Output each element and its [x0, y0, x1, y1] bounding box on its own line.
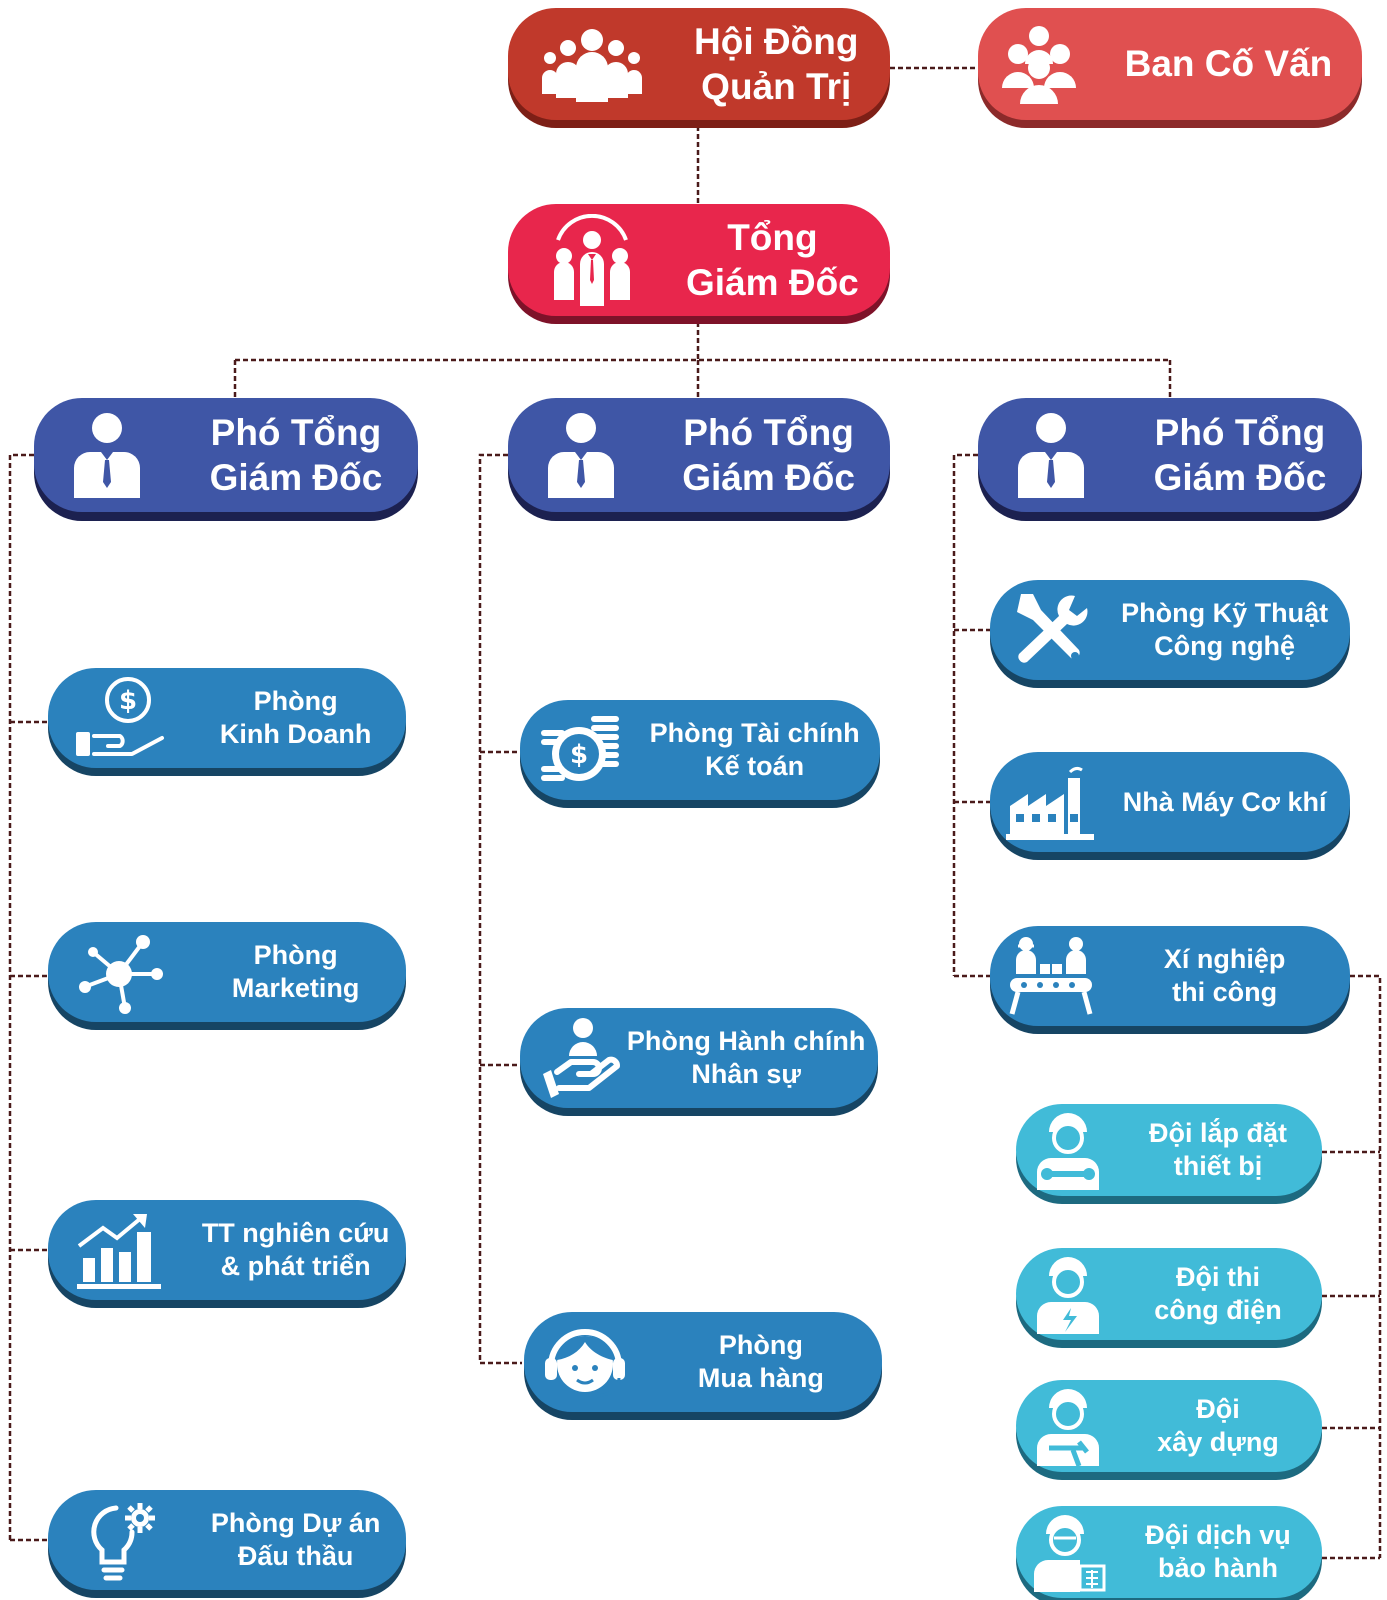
- sales-department-node[interactable]: $ Phòng Kinh Doanh: [48, 668, 406, 768]
- svg-text:$: $: [119, 686, 137, 716]
- advisory-board-node[interactable]: Ban Cố Vấn: [978, 8, 1362, 120]
- mechanical-factory-node[interactable]: Nhà Máy Cơ khí: [990, 752, 1350, 852]
- warranty-line1: Đội dịch vụ: [1145, 1520, 1291, 1551]
- installation-line1: Đội lắp đặt: [1149, 1118, 1288, 1149]
- research-line1: TT nghiên cứu: [201, 1218, 390, 1249]
- vice-left-line1: Phó Tổng: [210, 411, 382, 453]
- vice-right-line2: Giám Đốc: [1153, 457, 1327, 498]
- ceo-vice-link: [233, 322, 1172, 398]
- hr-line2: Nhân sự: [691, 1059, 801, 1089]
- network-icon: [48, 922, 191, 1022]
- hr-line1: Phòng Hành chính: [626, 1026, 866, 1057]
- businessman-icon: [978, 398, 1124, 512]
- engineering-line1: Phòng Kỹ Thuật: [1121, 598, 1329, 629]
- enterprise-line1: Xí nghiệp: [1163, 944, 1286, 975]
- board-title-line2: Quản Trị: [701, 66, 852, 107]
- svg-text:$: $: [570, 740, 588, 770]
- person-hand-icon: [520, 1008, 642, 1108]
- left-branch-link: [8, 453, 48, 1542]
- hr-admin-department-node[interactable]: Phòng Hành chính Nhân sự: [520, 1008, 878, 1108]
- vice-middle-line1: Phó Tổng: [683, 411, 854, 453]
- sales-line2: Kinh Doanh: [219, 719, 372, 749]
- service-worker-icon: [1016, 1506, 1120, 1598]
- marketing-line2: Marketing: [231, 973, 360, 1003]
- ceo-title-line1: Tổng: [727, 216, 818, 258]
- construction-enterprise-node[interactable]: Xí nghiệp thi công: [990, 926, 1350, 1026]
- research-line2: & phát triển: [220, 1251, 371, 1281]
- middle-branch-link: [478, 453, 522, 1365]
- builder-icon: [1016, 1380, 1120, 1472]
- coins-icon: $: [520, 700, 642, 800]
- vice-right-line1: Phó Tổng: [1154, 411, 1326, 453]
- factory-icon: [990, 752, 1112, 852]
- advisory-title: Ban Cố Vấn: [1124, 43, 1333, 85]
- factory-title: Nhà Máy Cơ khí: [1122, 786, 1327, 817]
- teams-branch-link: [1322, 974, 1382, 1560]
- headset-icon: [524, 1312, 646, 1412]
- construction-line2: xây dựng: [1157, 1427, 1279, 1457]
- growth-chart-icon: [48, 1200, 191, 1300]
- equipment-installation-team-node[interactable]: Đội lắp đặt thiết bị: [1016, 1104, 1322, 1196]
- finance-line1: Phòng Tài chính: [649, 718, 860, 749]
- warranty-service-team-node[interactable]: Đội dịch vụ bảo hành: [1016, 1506, 1322, 1598]
- vice-director-middle-node[interactable]: Phó Tổng Giám Đốc: [508, 398, 890, 512]
- money-hand-icon: $: [48, 668, 191, 768]
- group-people-icon: [508, 8, 676, 120]
- tools-icon: [990, 580, 1112, 680]
- mechanic-icon: [1016, 1104, 1120, 1196]
- conveyor-workers-icon: [990, 926, 1112, 1026]
- projects-line1: Phòng Dự án: [210, 1508, 381, 1539]
- projects-bidding-node[interactable]: Phòng Dự án Đấu thầu: [48, 1490, 406, 1590]
- construction-team-node[interactable]: Đội xây dựng: [1016, 1380, 1322, 1472]
- businessman-icon: [34, 398, 180, 512]
- electrical-line2: công điện: [1154, 1295, 1282, 1325]
- purchasing-line2: Mua hàng: [697, 1363, 824, 1393]
- enterprise-line2: thi công: [1172, 977, 1278, 1007]
- vice-director-right-node[interactable]: Phó Tổng Giám Đốc: [978, 398, 1362, 512]
- sales-line1: Phòng: [253, 686, 338, 717]
- engineering-department-node[interactable]: Phòng Kỹ Thuật Công nghệ: [990, 580, 1350, 680]
- marketing-line1: Phòng: [253, 940, 338, 971]
- research-center-node[interactable]: TT nghiên cứu & phát triển: [48, 1200, 406, 1300]
- purchasing-line1: Phòng: [718, 1330, 803, 1361]
- engineering-line2: Công nghệ: [1154, 631, 1296, 661]
- marketing-department-node[interactable]: Phòng Marketing: [48, 922, 406, 1022]
- idea-gear-icon: [48, 1490, 191, 1590]
- vice-middle-line2: Giám Đốc: [682, 457, 855, 498]
- ceo-node[interactable]: Tổng Giám Đốc: [508, 204, 890, 316]
- warranty-line2: bảo hành: [1158, 1553, 1279, 1583]
- board-of-directors-node[interactable]: Hội Đồng Quản Trị: [508, 8, 890, 120]
- construction-line1: Đội: [1196, 1394, 1240, 1425]
- businessman-icon: [508, 398, 653, 512]
- board-title-line1: Hội Đồng: [694, 20, 859, 62]
- finance-department-node[interactable]: $ Phòng Tài chính Kế toán: [520, 700, 880, 800]
- ceo-title-line2: Giám Đốc: [686, 262, 859, 303]
- team-people-icon: [978, 8, 1101, 120]
- projects-line2: Đấu thầu: [237, 1541, 354, 1571]
- electrician-icon: [1016, 1248, 1120, 1340]
- electrical-line1: Đội thi: [1176, 1262, 1260, 1293]
- electrical-team-node[interactable]: Đội thi công điện: [1016, 1248, 1322, 1340]
- purchasing-department-node[interactable]: Phòng Mua hàng: [524, 1312, 882, 1412]
- right-branch-link: [952, 453, 990, 978]
- leader-team-icon: [508, 204, 676, 316]
- vice-left-line2: Giám Đốc: [209, 457, 383, 498]
- finance-line2: Kế toán: [705, 751, 805, 781]
- installation-line2: thiết bị: [1173, 1151, 1263, 1181]
- vice-director-left-node[interactable]: Phó Tổng Giám Đốc: [34, 398, 418, 512]
